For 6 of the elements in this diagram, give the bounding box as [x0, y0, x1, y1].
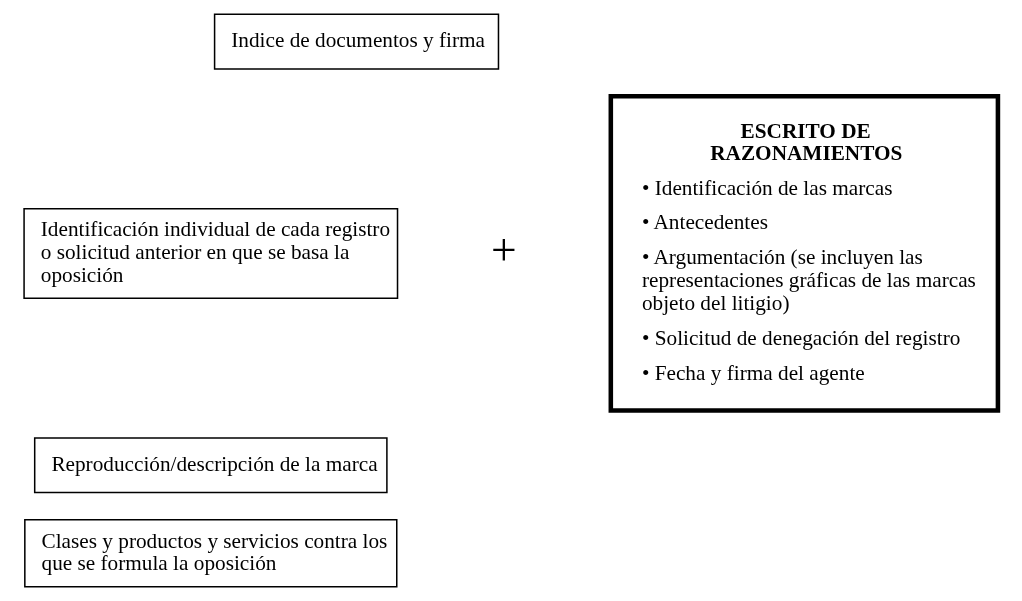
label: + — [490, 223, 517, 275]
node-box: Reproducción/descripción de la marca — [33, 437, 388, 494]
node-box: Identificación individual de cada registro o solicitud anterior en que se basa la oposición — [23, 207, 399, 299]
node-box: Indice de documentos y firma — [213, 13, 500, 70]
node-box: Clases y productos y servicios contra los que se formula la oposición — [24, 519, 398, 588]
node-box: ESCRITO DE RAZONAMIENTOS • Identificación de las marcas • Antecedentes • Argumentación (se incluyen las representaciones gráficas de las marcas objeto del litigio) • Solicitud de denegación del registro • Fecha y firma del agente — [608, 94, 1001, 413]
